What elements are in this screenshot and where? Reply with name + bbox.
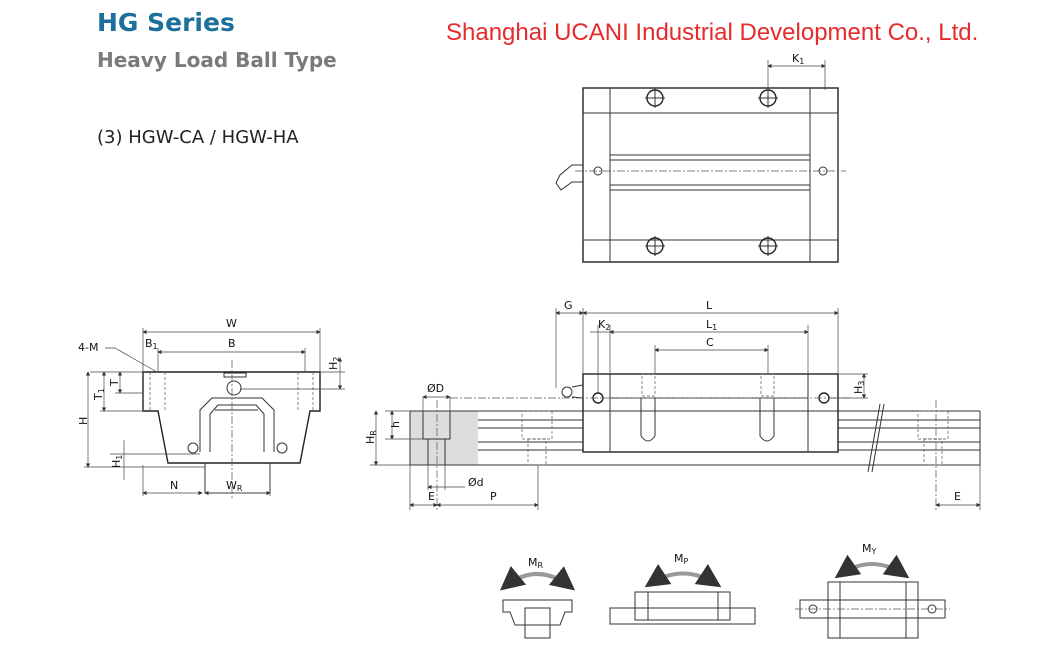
moment-mp-diagram: MP — [609, 552, 756, 625]
mounting-hole — [645, 236, 665, 256]
dim-t1: T1 — [92, 388, 106, 401]
dim-p: P — [490, 490, 497, 503]
dim-h-small: h — [389, 421, 402, 428]
series-subtitle: Heavy Load Ball Type — [97, 48, 337, 72]
dim-h2: H2 — [327, 357, 341, 370]
dim-e-right: E — [954, 490, 961, 503]
dim-h3: H3 — [852, 381, 866, 394]
dim-l: L — [706, 299, 713, 312]
rotation-arrow-icon — [834, 554, 910, 579]
dim-h: H — [77, 417, 90, 425]
dim-l1: L1 — [706, 318, 717, 332]
dim-w: W — [226, 317, 237, 330]
mounting-hole — [645, 88, 665, 108]
moment-my-diagram: MY — [795, 542, 950, 639]
label-4m: 4-M — [78, 341, 98, 354]
dim-b1: B1 — [145, 337, 158, 351]
moment-mr-diagram: MR — [499, 556, 576, 639]
dim-od: ØD — [427, 382, 444, 395]
dim-h1: H1 — [110, 455, 124, 468]
label-mp: MP — [674, 552, 689, 566]
mounting-hole — [758, 88, 778, 108]
dim-k1: K1 — [792, 52, 804, 66]
dim-od-small: Ød — [468, 476, 484, 489]
dim-e: E — [428, 490, 435, 503]
dim-hr: HR — [364, 430, 378, 444]
rotation-arrow-icon — [499, 566, 576, 591]
series-title: HG Series — [97, 8, 235, 37]
label-mr: MR — [528, 556, 544, 570]
company-name: Shanghai UCANI Industrial Development Co… — [446, 19, 979, 46]
model-label: (3) HGW-CA / HGW-HA — [97, 127, 299, 148]
dim-k2: K2 — [598, 318, 610, 332]
dim-wr: WR — [226, 479, 243, 493]
label-my: MY — [862, 542, 877, 556]
front-view: W B B1 4-M H2 T T1 H H1 N WR — [77, 317, 345, 498]
rotation-arrow-icon — [644, 563, 722, 588]
dim-b: B — [228, 337, 236, 350]
dim-g: G — [564, 299, 573, 312]
mounting-hole — [758, 236, 778, 256]
grease-nipple-icon — [555, 164, 583, 191]
dim-c: C — [706, 336, 714, 349]
dim-n: N — [170, 479, 178, 492]
top-view: K1 — [555, 52, 846, 263]
side-view: G L K2 L1 C H3 ØD h HR Ød E P E — [364, 299, 981, 510]
dim-t: T — [108, 379, 121, 387]
